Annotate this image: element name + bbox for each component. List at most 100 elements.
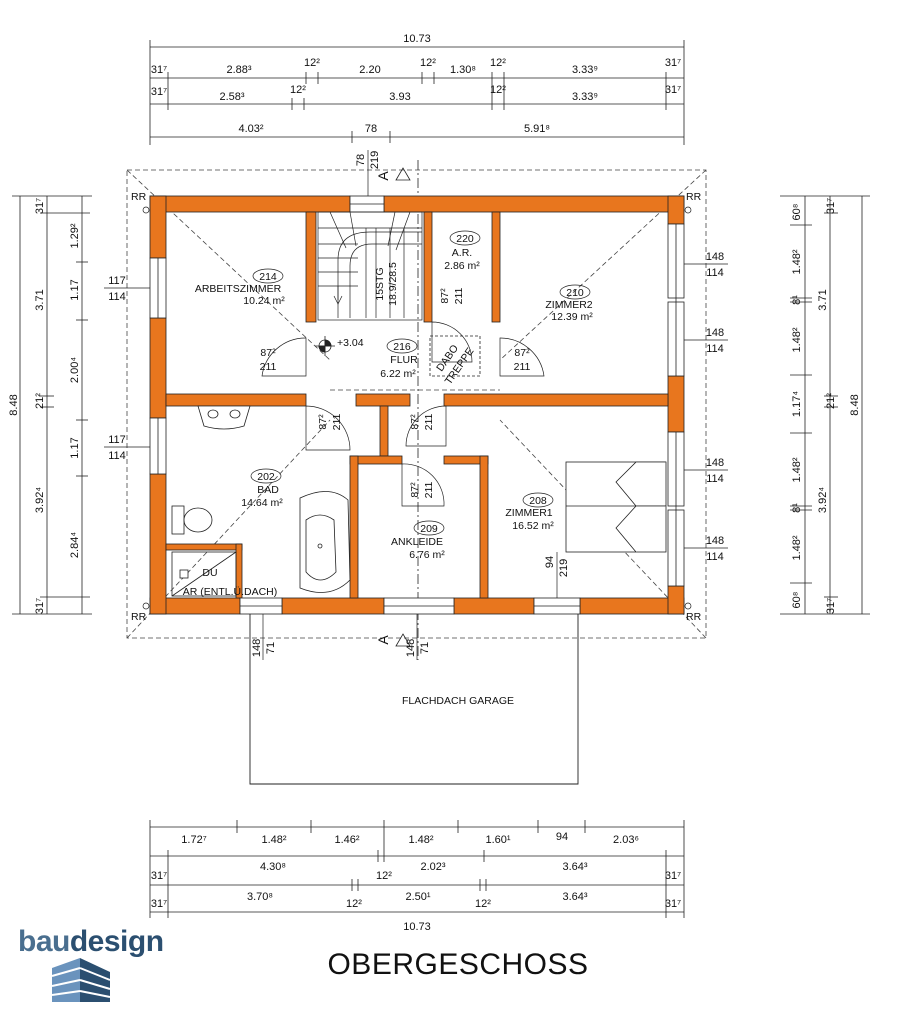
top-total-dim: 10.73 — [403, 33, 431, 45]
rr-label: RR — [686, 611, 702, 623]
door-height: 211 — [423, 481, 435, 498]
dim-label: 12² — [490, 84, 506, 96]
dim-label: 8¹ — [791, 503, 803, 513]
room-area: 10.24 m² — [243, 295, 285, 307]
room-area: 2.86 m² — [444, 260, 480, 272]
stair-labels: 15STG 18.9/28.5 — [374, 262, 399, 306]
window-dim: 148 — [706, 327, 724, 339]
room-bad: 202 BAD 14.64 m² — [241, 468, 283, 509]
dim-label: 31⁷ — [34, 198, 46, 214]
dim-label: 31⁷ — [665, 870, 681, 882]
exterior-walls — [149, 195, 685, 615]
dim-label: 2.88³ — [226, 64, 251, 76]
window-dim: 114 — [706, 267, 724, 279]
dim-label: 3.64³ — [562, 861, 587, 873]
door-height: 211 — [514, 361, 531, 373]
dim-label: 2.02³ — [420, 861, 445, 873]
door-width: 87² — [514, 347, 530, 359]
dim-label: 4.03² — [238, 123, 263, 135]
window-dim: 117 — [108, 434, 126, 446]
top-dim-labels: 10.73 31⁷ 2.88³ 12² 2.20 12² 1.30⁸ 12² 3… — [151, 33, 681, 135]
dim-label: 31⁷ — [665, 898, 681, 910]
garage-roof — [249, 614, 579, 785]
interior-walls — [165, 211, 669, 599]
window-dim: 219 — [369, 151, 381, 169]
dabo-label: DABO TREPPE — [434, 343, 476, 387]
room-number: 214 — [259, 271, 277, 283]
room-zimmer2: 210 ZIMMER2 12.39 m² — [545, 284, 593, 323]
room-area: 16.52 m² — [512, 520, 554, 532]
dim-label: 60⁸ — [791, 204, 803, 221]
dim-label: 2.50¹ — [405, 891, 430, 903]
right-dimensions — [780, 195, 870, 615]
staircase — [317, 211, 423, 321]
dim-label: 1.48² — [791, 327, 803, 352]
left-total-dim: 8.48 — [8, 394, 20, 415]
room-name: A.R. — [452, 247, 472, 259]
door-width: 87² — [409, 482, 421, 498]
room-flur: 216 FLUR 6.22 m² — [380, 338, 418, 380]
window-dim: 148 — [706, 535, 724, 547]
dim-label: 2.03⁶ — [613, 834, 639, 846]
room-number: 202 — [257, 471, 275, 483]
door-height: 211 — [331, 413, 343, 430]
room-area: 6.76 m² — [409, 549, 445, 561]
room-labels: 214 ARBEITSZIMMER 10.24 m² 220 A.R. 2.86… — [183, 230, 593, 598]
sink-icon — [197, 405, 251, 430]
door-height: 211 — [453, 287, 465, 304]
dim-label: 31⁷ — [665, 57, 681, 69]
room-name: ANKLEIDE — [391, 536, 443, 548]
window-dim: 114 — [108, 450, 126, 462]
dim-label: 5.91⁸ — [524, 123, 550, 135]
dim-label: 3.92⁴ — [817, 487, 829, 513]
stairs-count-label: 15STG — [374, 267, 386, 300]
storage-label: AR (ENTL.Ü.DACH) — [183, 586, 278, 598]
dim-label: 12² — [304, 57, 320, 69]
dim-label: 8¹ — [791, 295, 803, 305]
dim-label: 1.72⁷ — [181, 834, 206, 846]
fixtures — [171, 335, 667, 597]
dim-label: 60⁸ — [791, 592, 803, 609]
room-name: ARBEITSZIMMER — [195, 283, 282, 295]
dim-label: 1.60¹ — [485, 834, 510, 846]
room-name: BAD — [257, 484, 279, 496]
attic-stair-hatch — [429, 335, 481, 377]
room-zimmer1: 208 ZIMMER1 16.52 m² — [505, 492, 554, 532]
dim-label: 3.71 — [817, 289, 829, 310]
room-name: ZIMMER2 — [545, 299, 592, 311]
logo-building-icon — [51, 958, 111, 1002]
section-line — [395, 160, 419, 660]
garage-label: FLACHDACH GARAGE — [402, 695, 514, 707]
room-arbeitszimmer: 214 ARBEITSZIMMER 10.24 m² — [195, 268, 285, 307]
dim-label: 1.48² — [408, 834, 433, 846]
dim-label: 1.48² — [791, 457, 803, 482]
dim-label: 12² — [290, 84, 306, 96]
dim-label: 31⁷ — [151, 64, 167, 76]
door-width: 87² — [317, 414, 329, 430]
dim-label: 31⁷ — [825, 198, 837, 214]
rr-label: RR — [131, 191, 147, 203]
door-width: 87² — [439, 288, 451, 304]
window-dim: 148 — [706, 457, 724, 469]
dim-label: 31⁷ — [151, 870, 167, 882]
dim-label: 2.84⁴ — [69, 532, 81, 558]
doors — [261, 321, 545, 507]
room-name: ZIMMER1 — [505, 507, 552, 519]
window-dim: 219 — [558, 559, 570, 577]
dim-label: 1.17⁴ — [791, 391, 803, 417]
dim-label: 1.17 — [69, 437, 81, 458]
right-total-dim: 8.48 — [849, 394, 861, 415]
dim-label: 3.93 — [389, 91, 410, 103]
dim-label: 2.58³ — [219, 91, 244, 103]
door-height: 211 — [260, 361, 277, 373]
room-number: 209 — [420, 523, 438, 535]
dim-label: 31⁷ — [151, 86, 167, 98]
top-dimensions — [149, 40, 685, 145]
section-markers: A A — [375, 171, 391, 645]
stair-dimension-label: 18.9/28.5 — [387, 262, 399, 306]
dim-label: 31⁷ — [34, 598, 46, 614]
dim-label: 3.70⁸ — [247, 891, 273, 903]
dim-label: 1.17 — [69, 279, 81, 300]
dim-label: 1.48² — [791, 535, 803, 560]
